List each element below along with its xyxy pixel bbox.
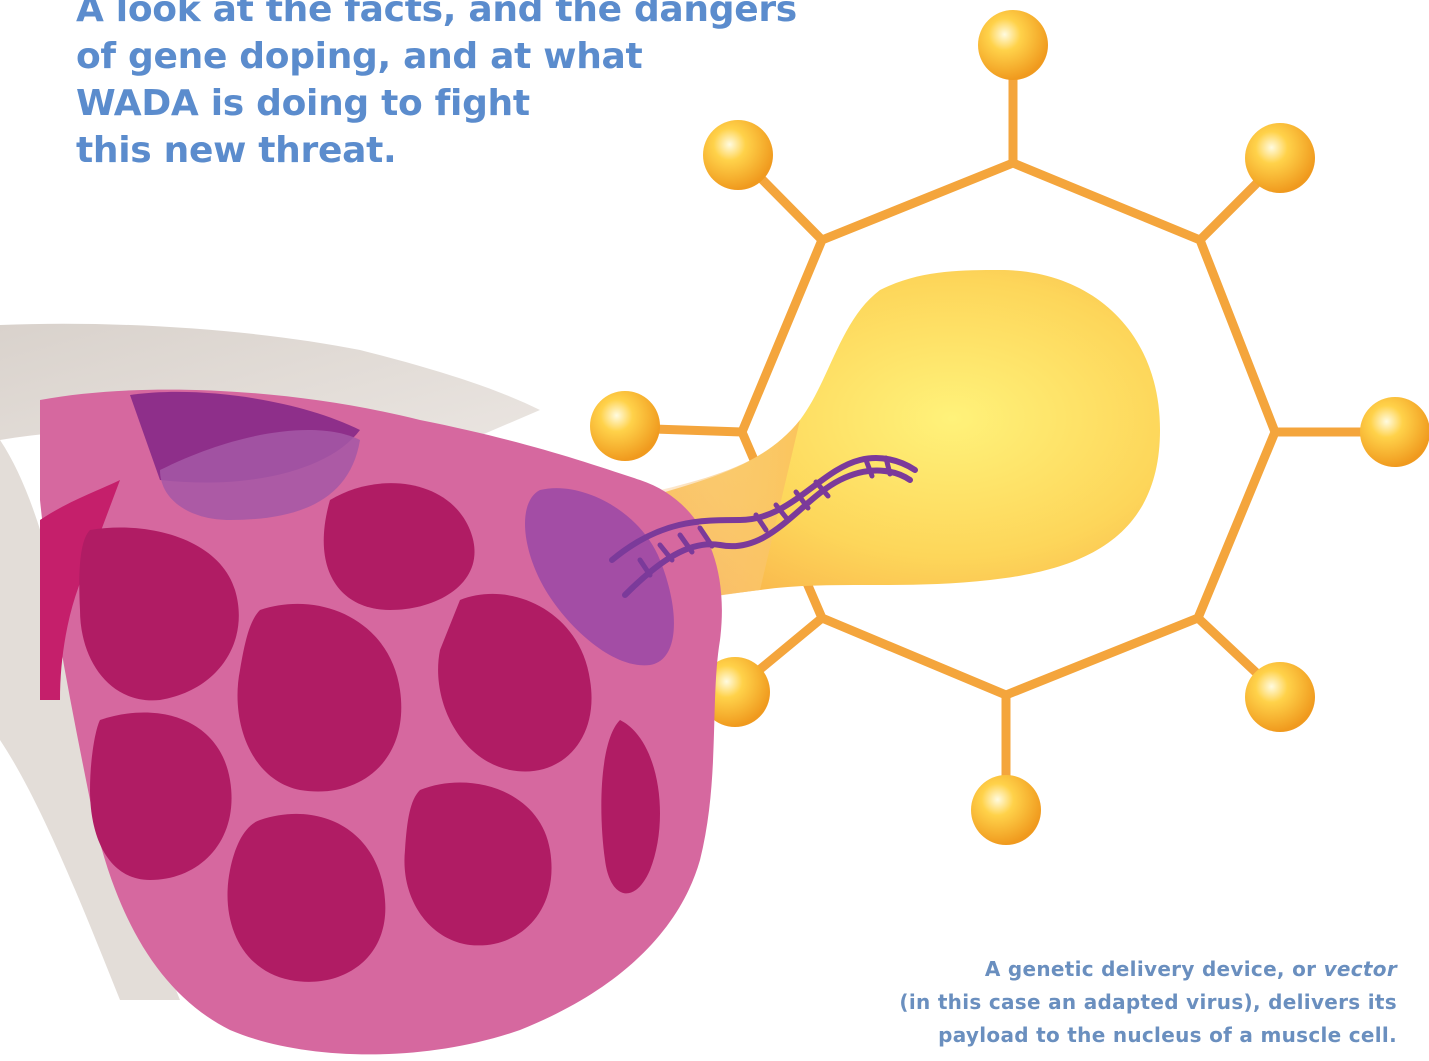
caption-line: A genetic delivery device, or vector [899, 953, 1397, 986]
headline-line: WADA is doing to fight [76, 80, 797, 127]
headline-line: of gene doping, and at what [76, 33, 797, 80]
caption-prefix: A genetic delivery device, or [985, 957, 1324, 981]
caption-line: payload to the nucleus of a muscle cell. [899, 1019, 1397, 1052]
headline-line: A look at the facts, and the dangers [76, 0, 797, 33]
headline: A look at the facts, and the dangers of … [76, 0, 797, 174]
caption-emphasis: vector [1324, 957, 1397, 981]
caption-line: (in this case an adapted virus), deliver… [899, 986, 1397, 1019]
headline-line: this new threat. [76, 127, 797, 174]
figure-caption: A genetic delivery device, or vector (in… [899, 953, 1397, 1052]
